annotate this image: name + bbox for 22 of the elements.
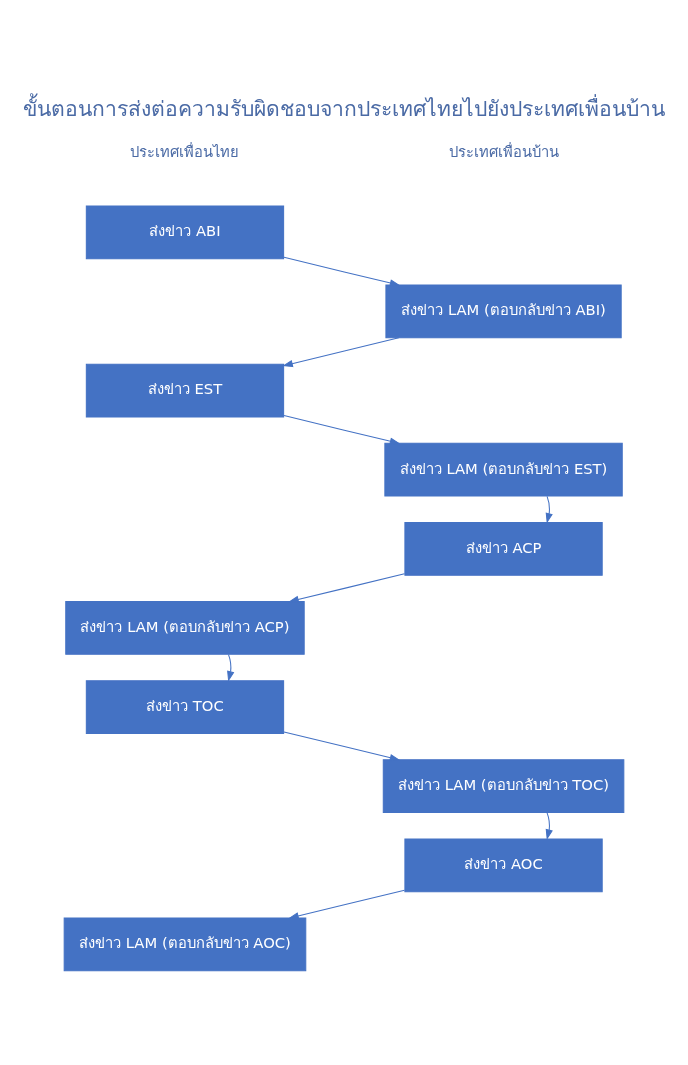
diagram-title: ขั้นตอนการส่งต่อความรับผิดชอบจากประเทศไทยไปยังประเทศเพื่อนบ้าน — [23, 95, 665, 121]
arrow — [283, 256, 401, 287]
node-box: ส่งข่าว AOC — [404, 837, 603, 892]
node-box: ส่งข่าว TOC — [85, 679, 285, 734]
arrow — [227, 653, 235, 682]
label: ประเทศเพื่อนบ้าน — [448, 142, 559, 160]
node-box: ส่งข่าว EST — [85, 363, 285, 417]
node-box: ส่งข่าว LAM (ตอบกลับข่าว AOC) — [63, 917, 307, 971]
arrow — [545, 495, 553, 524]
arrow — [283, 414, 401, 445]
node-box: ส่งข่าว LAM (ตอบกลับข่าว EST) — [384, 442, 623, 497]
node-box: ส่งข่าว LAM (ตอบกลับข่าว TOC) — [382, 758, 625, 813]
node-box: ส่งข่าว ACP — [404, 521, 603, 576]
arrow — [288, 889, 406, 919]
node-box: ส่งข่าว LAM (ตอบกลับข่าว ABI) — [385, 284, 622, 338]
arrow — [288, 572, 406, 603]
node-box: ส่งข่าว LAM (ตอบกลับข่าว ACP) — [65, 600, 305, 655]
arrow — [283, 731, 401, 761]
arrow — [282, 336, 400, 367]
label: ประเทศเพื่อนไทย — [130, 142, 240, 160]
arrow — [545, 811, 553, 840]
node-box: ส่งข่าว ABI — [85, 204, 285, 259]
